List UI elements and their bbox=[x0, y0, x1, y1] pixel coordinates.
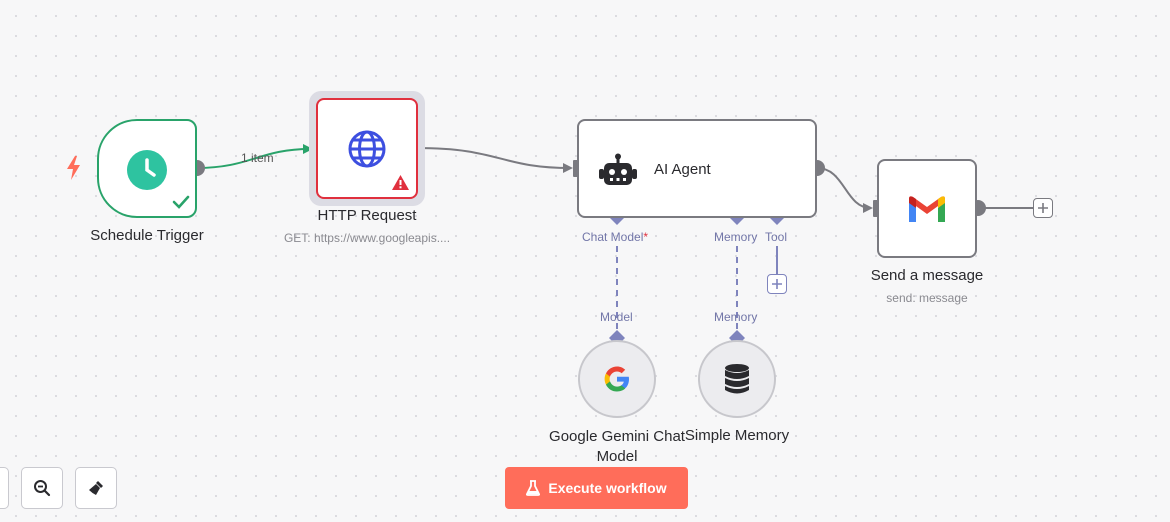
gemini-model-port-label: Model bbox=[600, 310, 633, 324]
send-message-sublabel: send: message bbox=[886, 291, 968, 305]
clock-icon bbox=[127, 150, 167, 190]
zoom-out-icon bbox=[34, 480, 51, 497]
simple-memory-node[interactable] bbox=[698, 340, 776, 418]
schedule-trigger-node[interactable] bbox=[97, 119, 197, 218]
tool-port-label: Tool bbox=[765, 230, 788, 244]
gemini-chat-model-node[interactable] bbox=[578, 340, 656, 418]
plus-icon bbox=[1038, 203, 1048, 213]
flask-icon bbox=[526, 480, 541, 496]
warning-icon[interactable] bbox=[391, 174, 410, 191]
http-request-sublabel: GET: https://www.googleapis.... bbox=[283, 231, 451, 245]
memory-port-label: Memory bbox=[714, 230, 758, 244]
robot-icon bbox=[598, 153, 638, 187]
gmail-icon bbox=[907, 195, 947, 225]
ai-agent-label: AI Agent bbox=[654, 161, 711, 178]
ai-agent-node[interactable]: AI Agent bbox=[577, 119, 817, 218]
zoom-out-button[interactable] bbox=[21, 467, 63, 509]
chat-model-port-label: Chat Model* bbox=[582, 230, 649, 244]
memory-out-port-label: Memory bbox=[714, 310, 758, 324]
add-node-button[interactable] bbox=[1033, 198, 1053, 218]
send-message-label: Send a message bbox=[870, 267, 984, 284]
trigger-bolt-icon bbox=[64, 154, 84, 182]
plus-icon bbox=[772, 279, 782, 289]
send-message-node[interactable] bbox=[877, 159, 977, 258]
edge-item-count: 1 item bbox=[241, 151, 274, 165]
google-icon bbox=[603, 365, 631, 393]
http-request-node[interactable] bbox=[316, 98, 418, 199]
execute-workflow-label: Execute workflow bbox=[548, 480, 667, 496]
simple-memory-label: Simple Memory bbox=[684, 427, 790, 444]
tidy-up-button[interactable] bbox=[75, 467, 117, 509]
zoom-to-fit-button[interactable] bbox=[0, 467, 9, 509]
globe-icon bbox=[347, 129, 387, 169]
http-request-label: HTTP Request bbox=[317, 207, 417, 224]
add-tool-button[interactable] bbox=[767, 274, 787, 294]
schedule-trigger-label: Schedule Trigger bbox=[90, 227, 204, 244]
success-check-icon bbox=[172, 195, 190, 209]
broom-icon bbox=[89, 481, 103, 495]
execute-workflow-button[interactable]: Execute workflow bbox=[505, 467, 688, 509]
gemini-chat-model-label: Google Gemini Chat Model bbox=[549, 428, 685, 465]
database-icon bbox=[723, 363, 751, 395]
